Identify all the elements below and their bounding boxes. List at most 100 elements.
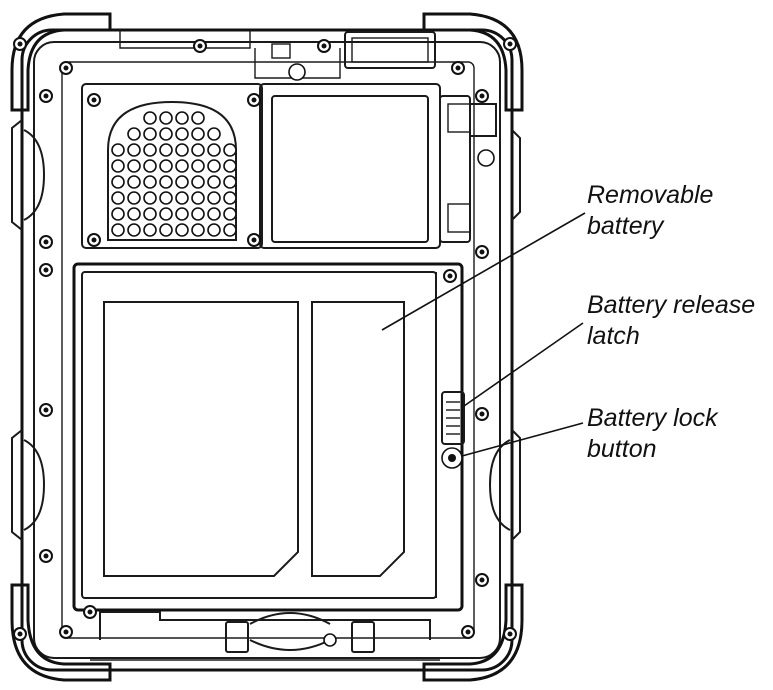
speaker-hole: [127, 127, 141, 141]
speaker-hole: [223, 143, 237, 157]
speaker-hole: [223, 175, 237, 189]
bottom-edge-details: [90, 611, 440, 661]
speaker-hole: [127, 191, 141, 205]
screw-center: [321, 43, 327, 49]
speaker-hole: [159, 127, 173, 141]
screw-center: [17, 631, 23, 637]
speaker-hole: [159, 223, 173, 237]
screw-center: [43, 239, 49, 245]
speaker-hole: [143, 127, 157, 141]
screw-center: [17, 41, 23, 47]
label-compartment: [259, 83, 441, 249]
top-right-latch: [439, 95, 497, 243]
screw-center: [43, 553, 49, 559]
speaker-hole: [143, 159, 157, 173]
speaker-hole: [159, 159, 173, 173]
battery-release-latch-part: [441, 391, 465, 445]
leader-lines: [381, 212, 586, 457]
screw-center: [251, 97, 257, 103]
screw-center: [43, 93, 49, 99]
speaker-hole: [175, 175, 189, 189]
screw-center: [507, 631, 513, 637]
speaker-hole: [127, 223, 141, 237]
screw-center: [63, 65, 69, 71]
speaker-hole: [111, 191, 125, 205]
top-edge-details: [119, 30, 436, 81]
leader-battery-release-latch: [463, 322, 584, 407]
label-battery-lock-button: Battery lock button: [587, 404, 718, 463]
screw-center: [455, 65, 461, 71]
speaker-hole: [111, 207, 125, 221]
screw-center: [465, 629, 471, 635]
speaker-hole: [143, 223, 157, 237]
screw-center: [507, 41, 513, 47]
speaker-hole: [191, 127, 205, 141]
speaker-hole: [143, 191, 157, 205]
speaker-hole: [159, 207, 173, 221]
label-battery-release-latch: Battery release latch: [587, 291, 756, 350]
side-brackets: [11, 119, 521, 541]
speaker-hole: [223, 191, 237, 205]
screw-center: [479, 577, 485, 583]
speaker-hole: [143, 143, 157, 157]
speaker-hole: [159, 143, 173, 157]
screw-center: [87, 609, 93, 615]
speaker-hole: [191, 159, 205, 173]
speaker-hole: [207, 143, 221, 157]
speaker-hole: [175, 191, 189, 205]
leader-battery-lock-button: [461, 422, 584, 457]
speaker-hole: [207, 159, 221, 173]
speaker-hole: [143, 207, 157, 221]
removable-battery-pack: [72, 262, 464, 612]
speaker-hole: [159, 111, 173, 125]
tablet-body: [20, 28, 514, 672]
speaker-hole: [111, 223, 125, 237]
screw-center: [43, 267, 49, 273]
speaker-hole: [175, 111, 189, 125]
screw-center: [479, 93, 485, 99]
screws: [13, 37, 517, 641]
speaker-hole: [223, 207, 237, 221]
speaker-hole: [191, 143, 205, 157]
screw-center: [479, 249, 485, 255]
speaker-hole: [223, 223, 237, 237]
speaker-hole: [127, 175, 141, 189]
speaker-hole: [175, 207, 189, 221]
speaker-hole: [159, 175, 173, 189]
label-removable-battery: Removable battery: [587, 181, 714, 240]
speaker-hole: [127, 143, 141, 157]
screw-center: [91, 97, 97, 103]
speaker-hole: [111, 175, 125, 189]
speaker-hole: [191, 223, 205, 237]
speaker-hole: [191, 175, 205, 189]
screw-center: [91, 237, 97, 243]
speaker-hole: [175, 223, 189, 237]
speaker-hole: [207, 191, 221, 205]
screw-center: [479, 411, 485, 417]
battery-lock-button-part: [441, 447, 463, 469]
screw-center: [63, 629, 69, 635]
speaker-compartment: [81, 83, 263, 249]
speaker-hole: [127, 207, 141, 221]
speaker-hole: [207, 207, 221, 221]
speaker-hole: [207, 127, 221, 141]
speaker-hole: [159, 191, 173, 205]
speaker-hole: [175, 143, 189, 157]
screw-center: [43, 407, 49, 413]
speaker-hole: [143, 175, 157, 189]
leader-removable-battery: [381, 212, 586, 331]
speaker-hole: [191, 207, 205, 221]
speaker-grille: [111, 111, 237, 237]
speaker-hole: [191, 111, 205, 125]
speaker-hole: [223, 159, 237, 173]
corner-bumpers: [10, 12, 524, 682]
screw-center: [447, 273, 453, 279]
screw-center: [197, 43, 203, 49]
speaker-hole: [175, 127, 189, 141]
speaker-hole: [127, 159, 141, 173]
speaker-hole: [111, 143, 125, 157]
speaker-hole: [207, 175, 221, 189]
speaker-hole: [207, 223, 221, 237]
speaker-hole: [111, 159, 125, 173]
